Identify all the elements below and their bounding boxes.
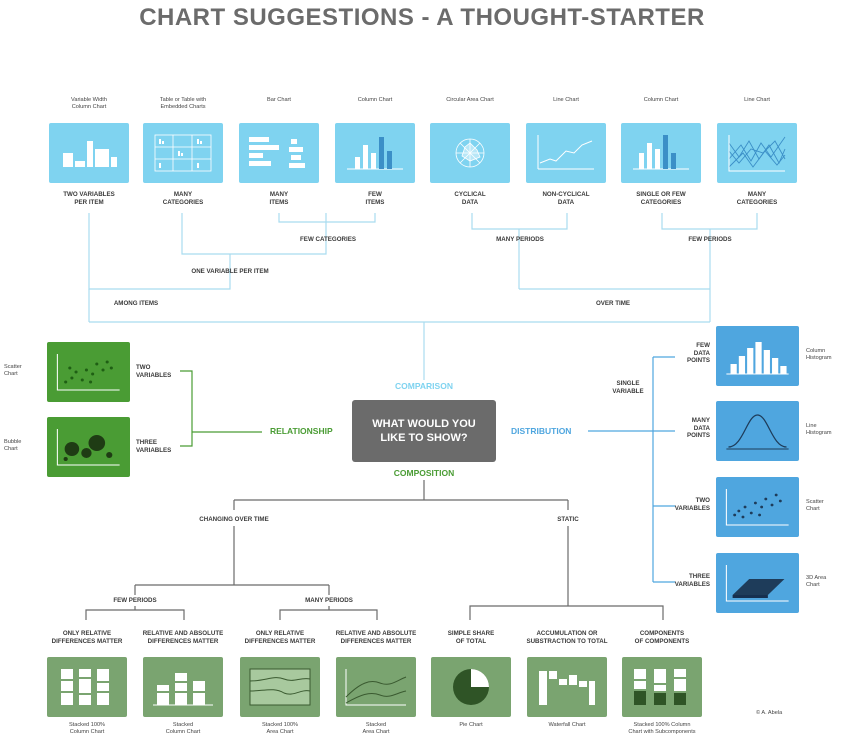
comparison-chart-tile bbox=[621, 123, 701, 183]
page-title: CHART SUGGESTIONS - A THOUGHT-STARTER bbox=[139, 4, 705, 31]
comparison-chart-label: MANY ITEMS bbox=[269, 191, 289, 206]
composition-chart-caption: Stacked 100% Column Chart bbox=[68, 722, 106, 735]
label-static: STATIC bbox=[557, 516, 579, 523]
comparison-chart-caption: Line Chart bbox=[553, 97, 579, 103]
comparison-chart-tile bbox=[526, 123, 606, 183]
relationship-chart-label: THREE VARIABLES bbox=[136, 439, 172, 454]
comparison-chart-caption: Line Chart bbox=[744, 97, 770, 103]
label-changing-over-time: CHANGING OVER TIME bbox=[199, 516, 269, 523]
composition-chart-label: ONLY RELATIVE DIFFERENCES MATTER bbox=[244, 630, 316, 645]
distribution-chart-label: FEW DATA POINTS bbox=[686, 342, 710, 364]
composition-chart-tile bbox=[431, 657, 511, 717]
composition-chart-tile bbox=[47, 657, 127, 717]
composition-chart-tile bbox=[336, 657, 416, 717]
distribution-chart-caption: Line Histogram bbox=[806, 423, 832, 436]
comparison-chart-caption: Bar Chart bbox=[267, 97, 291, 103]
relationship-chart-label: TWO VARIABLES bbox=[136, 364, 172, 379]
comparison-chart-label: SINGLE OR FEW CATEGORIES bbox=[636, 191, 686, 206]
comparison-chart-tile bbox=[717, 123, 797, 183]
distribution-chart-label: THREE VARIABLES bbox=[674, 573, 710, 588]
composition-chart-label: COMPONENTS OF COMPONENTS bbox=[634, 630, 690, 645]
comparison-chart-caption: Circular Area Chart bbox=[446, 97, 494, 103]
comparison-chart-label: TWO VARIABLES PER ITEM bbox=[63, 191, 115, 206]
composition-chart-caption: Pie Chart bbox=[459, 722, 483, 728]
comparison-chart-label: NON-CYCLICAL DATA bbox=[542, 191, 590, 206]
distribution-chart-tile bbox=[716, 477, 799, 537]
composition-chart-tile bbox=[143, 657, 223, 717]
distribution-chart-tile bbox=[716, 401, 799, 461]
comparison-chart-caption: Column Chart bbox=[357, 97, 393, 103]
distribution-chart-caption: 3D Area Chart bbox=[806, 575, 827, 588]
label-relationship: RELATIONSHIP bbox=[270, 426, 333, 436]
label-among-items: AMONG ITEMS bbox=[113, 300, 159, 307]
comparison-chart-caption: Table or Table with Embedded Charts bbox=[159, 97, 207, 110]
distribution-chart-label: TWO VARIABLES bbox=[674, 497, 710, 512]
comparison-chart-tile bbox=[239, 123, 319, 183]
label-many-periods: MANY PERIODS bbox=[496, 236, 544, 243]
relationship-chart-caption: Bubble Chart bbox=[4, 439, 22, 452]
composition-chart-caption: Stacked Area Chart bbox=[362, 722, 390, 735]
relationship-chart-caption: Scatter Chart bbox=[4, 364, 22, 377]
composition-chart-label: SIMPLE SHARE OF TOTAL bbox=[447, 630, 495, 645]
composition-chart-label: RELATIVE AND ABSOLUTE DIFFERENCES MATTER bbox=[335, 630, 417, 645]
distribution-chart-caption: Column Histogram bbox=[806, 348, 832, 361]
distribution-chart-label: MANY DATA POINTS bbox=[686, 417, 710, 439]
label-few-periods: FEW PERIODS bbox=[688, 236, 732, 243]
label-composition: COMPOSITION bbox=[393, 468, 455, 478]
relationship-chart-tile bbox=[47, 417, 130, 477]
center-question-box: WHAT WOULD YOU LIKE TO SHOW? bbox=[352, 400, 496, 462]
composition-chart-tile bbox=[622, 657, 702, 717]
comparison-chart-caption: Column Chart bbox=[643, 97, 679, 103]
label-many-periods-composition: MANY PERIODS bbox=[305, 597, 353, 604]
composition-chart-label: RELATIVE AND ABSOLUTE DIFFERENCES MATTER bbox=[142, 630, 224, 645]
comparison-chart-tile bbox=[143, 123, 223, 183]
composition-chart-label: ONLY RELATIVE DIFFERENCES MATTER bbox=[51, 630, 123, 645]
comparison-chart-tile bbox=[49, 123, 129, 183]
comparison-chart-tile bbox=[430, 123, 510, 183]
label-single-variable: SINGLE VARIABLE bbox=[612, 380, 644, 395]
label-distribution: DISTRIBUTION bbox=[511, 426, 572, 436]
label-few-periods-composition: FEW PERIODS bbox=[113, 597, 157, 604]
relationship-chart-tile bbox=[47, 342, 130, 402]
composition-chart-caption: Stacked Column Chart bbox=[165, 722, 201, 735]
distribution-chart-tile bbox=[716, 326, 799, 386]
comparison-chart-label: MANY CATEGORIES bbox=[162, 191, 204, 206]
comparison-chart-label: MANY CATEGORIES bbox=[736, 191, 778, 206]
distribution-chart-caption: Scatter Chart bbox=[806, 499, 824, 512]
comparison-chart-tile bbox=[335, 123, 415, 183]
comparison-chart-label: FEW ITEMS bbox=[365, 191, 385, 206]
label-few-categories: FEW CATEGORIES bbox=[300, 236, 356, 243]
distribution-chart-tile bbox=[716, 553, 799, 613]
label-over-time: OVER TIME bbox=[595, 300, 631, 307]
composition-chart-caption: Stacked 100% Area Chart bbox=[261, 722, 299, 735]
label-comparison: COMPARISON bbox=[395, 381, 453, 391]
composition-chart-caption: Waterfall Chart bbox=[548, 722, 586, 728]
composition-chart-label: ACCUMULATION OR SUBSTRACTION TO TOTAL bbox=[526, 630, 608, 645]
credit: © A. Abela bbox=[756, 710, 783, 716]
composition-chart-tile bbox=[240, 657, 320, 717]
comparison-chart-caption: Variable Width Column Chart bbox=[71, 97, 107, 110]
comparison-chart-label: CYCLICAL DATA bbox=[454, 191, 486, 206]
composition-chart-tile bbox=[527, 657, 607, 717]
label-one-variable-per-item: ONE VARIABLE PER ITEM bbox=[191, 268, 269, 275]
composition-chart-caption: Stacked 100% Column Chart with Subcompon… bbox=[628, 722, 696, 735]
